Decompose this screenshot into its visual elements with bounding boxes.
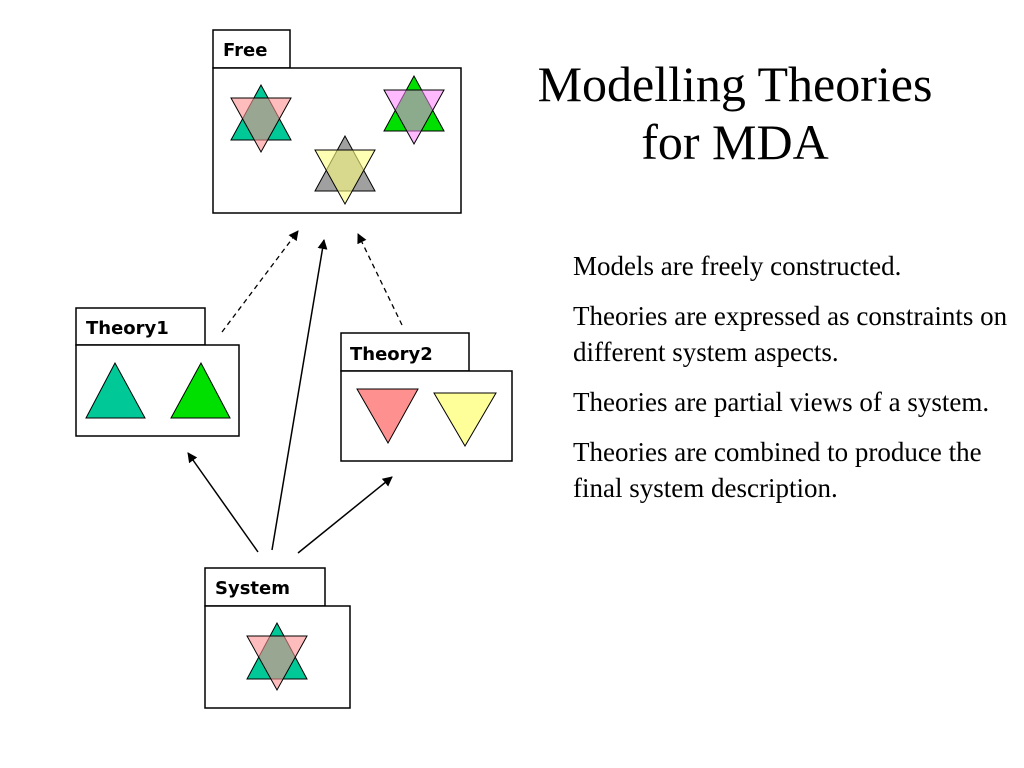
package-theory2-label: Theory2	[350, 344, 433, 365]
arrow-system-to-theory1	[187, 452, 259, 553]
star-teal-salmon	[230, 83, 292, 154]
slide-title-line-2: for MDA	[641, 114, 829, 170]
triangle-yellow	[433, 392, 497, 447]
arrow-theory2-to-free	[357, 233, 403, 326]
arrow-system-to-free	[271, 239, 328, 551]
package-free: Free	[212, 29, 462, 214]
package-system: System	[204, 567, 351, 709]
triangle-teal	[85, 361, 146, 419]
package-free-label: Free	[223, 40, 267, 61]
bullet-2: Theories are expressed as constraints on…	[573, 301, 1008, 367]
triangle-green	[170, 361, 231, 419]
bullet-list: Models are freely constructed. Theories …	[573, 248, 1013, 520]
arrow-theory1-to-free	[221, 230, 299, 333]
arrow-system-to-theory2	[297, 476, 393, 554]
package-system-label: System	[215, 578, 290, 599]
package-theory1: Theory1	[75, 307, 240, 437]
bullet-4: Theories are combined to produce the fin…	[573, 437, 982, 503]
bullet-1: Models are freely constructed.	[573, 251, 902, 281]
star-gray-yellow	[314, 134, 376, 206]
triangle-salmon	[356, 388, 419, 445]
star-system	[246, 621, 308, 692]
bullet-3: Theories are partial views of a system.	[573, 387, 990, 417]
slide-title: Modelling Theories for MDA	[470, 55, 1000, 171]
package-theory1-label: Theory1	[86, 318, 169, 339]
slide-title-line-1: Modelling Theories	[537, 56, 933, 112]
star-green-magenta	[383, 74, 445, 146]
package-theory2: Theory2	[340, 332, 513, 462]
